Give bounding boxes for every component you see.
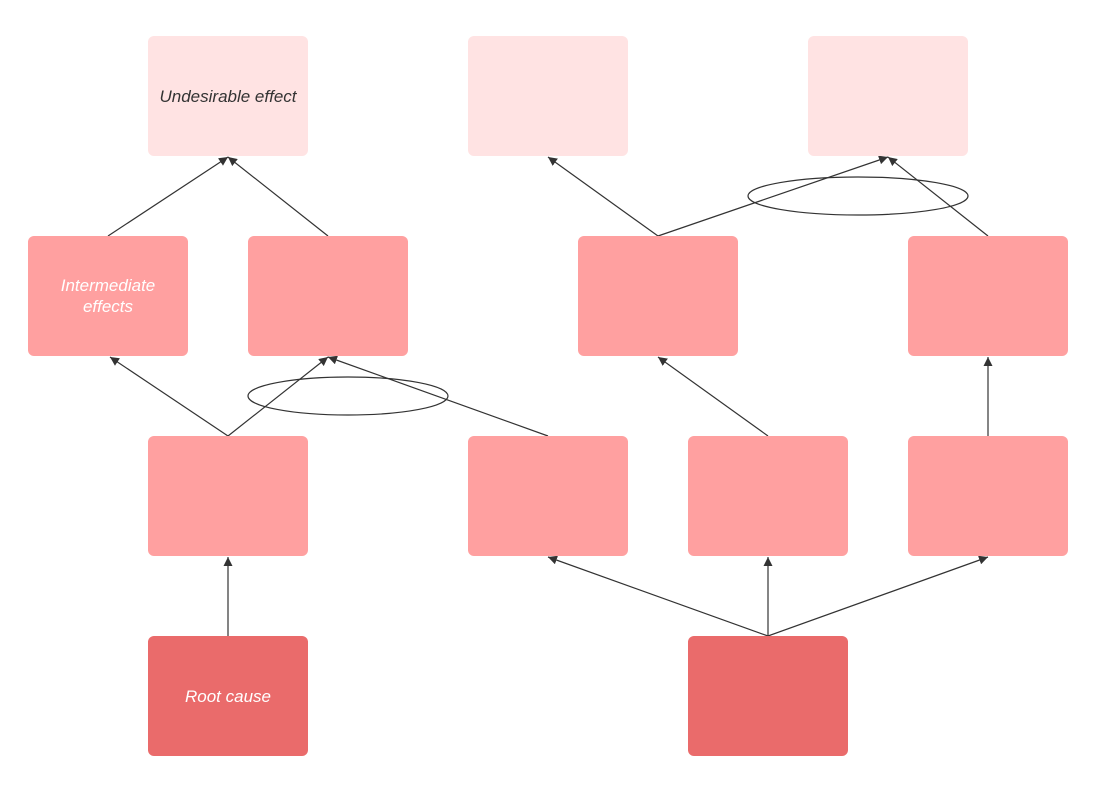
arrow-rc2-to-ie6: [547, 555, 769, 637]
undesirable-effect-node-2[interactable]: [468, 36, 628, 156]
arrow-ie3-to-ue3: [657, 155, 889, 237]
arrow-rc2-to-ie8: [767, 555, 989, 637]
intermediate-effect-node-3[interactable]: [578, 236, 738, 356]
arrow-ie4-to-ue3: [887, 156, 989, 237]
and-ellipse-middle: [247, 376, 449, 416]
intermediate-effect-node-6[interactable]: [468, 436, 628, 556]
and-ellipse-top: [747, 176, 969, 216]
undesirable-effect-node-3[interactable]: [808, 36, 968, 156]
node-label: Root cause: [185, 686, 271, 706]
intermediate-effect-node-8[interactable]: [908, 436, 1068, 556]
intermediate-effect-node-4[interactable]: [908, 236, 1068, 356]
node-label: Intermediate effects: [60, 276, 156, 316]
arrow-ie1-to-ue1: [107, 156, 229, 237]
intermediate-effect-node-7[interactable]: [688, 436, 848, 556]
arrow-ie2-to-ue1: [227, 156, 329, 237]
intermediate-effect-node-5[interactable]: [148, 436, 308, 556]
node-label: Undesirable effect: [159, 86, 297, 106]
arrow-ie6-to-ie2: [327, 355, 549, 437]
intermediate-effect-node-2[interactable]: [248, 236, 408, 356]
arrow-ie3-to-ue2: [547, 156, 659, 237]
root-cause-node-1[interactable]: Root cause: [148, 636, 308, 756]
arrow-ie7-to-ie3: [657, 356, 769, 437]
intermediate-effect-node-1[interactable]: Intermediate effects: [28, 236, 188, 356]
arrow-ie5-to-ie1: [109, 356, 229, 437]
root-cause-node-2[interactable]: [688, 636, 848, 756]
arrow-ie5-to-ie2: [227, 356, 329, 437]
undesirable-effect-node-1[interactable]: Undesirable effect: [148, 36, 308, 156]
